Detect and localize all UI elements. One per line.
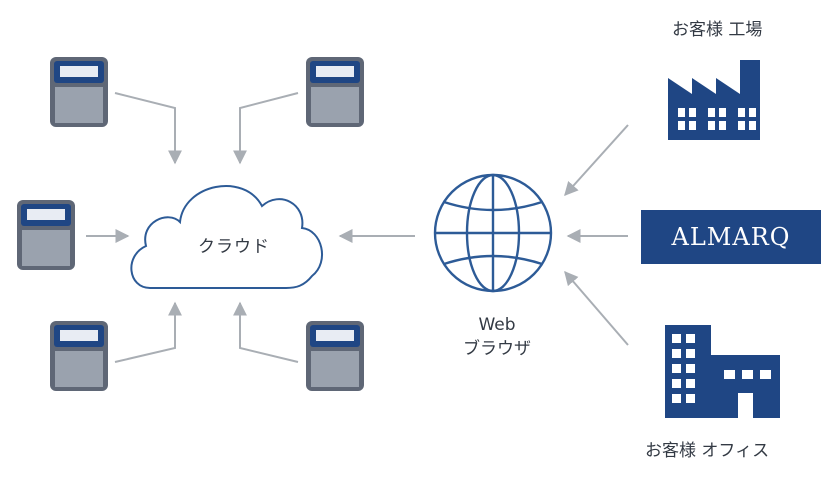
web-browser-label-line1: Web bbox=[478, 315, 516, 335]
terminal-device-icon bbox=[306, 321, 364, 391]
arrow-device-top-right bbox=[233, 92, 299, 165]
cloud-label: クラウド bbox=[198, 237, 270, 257]
globe-icon bbox=[433, 173, 553, 293]
arrow-office-to-browser bbox=[564, 270, 629, 346]
cloud-icon bbox=[130, 185, 323, 289]
arrow-factory-to-browser bbox=[564, 124, 629, 197]
factory-icon bbox=[668, 60, 760, 140]
customer-office-label: お客様 オフィス bbox=[645, 441, 770, 461]
terminal-device-icon bbox=[306, 57, 364, 127]
arrow-device-top-left bbox=[114, 92, 182, 165]
brand-logo-text: ALMARQ bbox=[671, 223, 791, 251]
office-building-icon bbox=[665, 325, 780, 418]
terminal-device-icon bbox=[17, 200, 75, 270]
web-browser-label-line2: ブラウザ bbox=[463, 339, 531, 359]
arrow-device-bottom-right bbox=[233, 301, 299, 363]
web-browser-label: Web ブラウザ bbox=[452, 313, 542, 361]
terminal-device-icon bbox=[50, 57, 108, 127]
customer-factory-label: お客様 工場 bbox=[672, 20, 763, 40]
brand-logo: ALMARQ bbox=[641, 210, 821, 264]
terminal-device-icon bbox=[50, 321, 108, 391]
arrow-device-bottom-left bbox=[114, 301, 182, 363]
